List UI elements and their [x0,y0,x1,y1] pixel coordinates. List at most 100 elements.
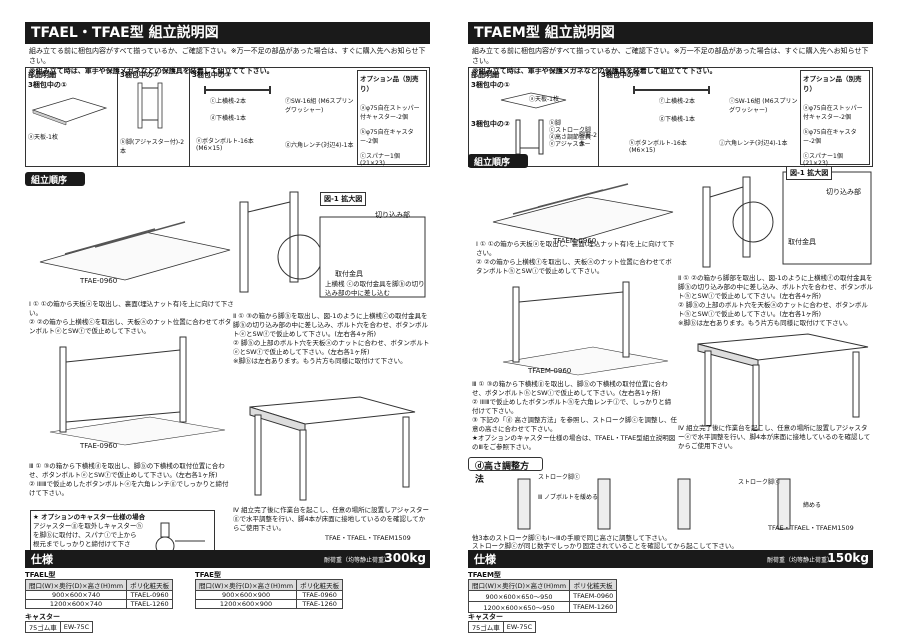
box-2-count: 脚部-2本 [579,132,597,148]
cell: EW-75C [502,621,537,633]
step-2-text: Ⅱ ① ②の箱から脚部を取出し、図-1のように上横桟ⓕの取付金具を脚ⓑの切り込み… [678,274,873,327]
spec-capacity-label: 耐荷重（均等静止荷重） [323,557,390,564]
intro-text: 組み立てる前に梱包内容がすべて揃っているか、ご確認下さい。※万一不足の部品があっ… [472,46,872,76]
box-3-label: 3梱包中の③ [601,71,640,79]
part-button-bolt: ⓔボタンボルト-16本 (M6×15) [196,138,254,152]
leg-frame-icon [515,119,544,155]
diagram-1-label: TFAEM-0960 [553,237,597,245]
caster-label: キャスター [468,613,503,621]
cell: 1200×600×650〜950 [467,601,571,613]
cell: 900×600×740 [24,590,128,600]
height-adjust-diagram [517,478,791,530]
part-upper-rail: ⓕ上横桟-2本 [659,98,695,105]
step-3-text: Ⅲ ① ③の箱から下横桟ⓓを取出し、脚ⓑの下横桟の取付位置に合わせ、ボタンボルト… [29,462,229,497]
leg-attach-diagram [702,171,872,268]
leg-attach-diagram [239,191,426,298]
cell: TFAEL-1260 [126,599,174,609]
option-item-3: ⓒスパナー1個 (21×23) [360,153,400,167]
part-spring-washer: ⓕSW-16組 (M6スプリングワッシャー) [285,98,354,114]
page-title: TFAEL・TFAE型 組立説明図 [25,22,430,44]
diagram-1-label: TFAE-0960 [80,277,118,285]
box-1-item: ⓐ天板-1枚 [28,134,58,141]
tabletop-icon [31,97,108,126]
left-manual-page: TFAEL・TFAE型 組立説明図 組み立てる前に梱包内容がすべて揃っているか、… [24,22,430,633]
box-2-item: ⓑ脚(アジャスター付)-2本 [120,139,185,155]
leg-frame-icon [137,82,163,129]
rail-icon [633,86,710,94]
part-leg: ⓑ脚 [549,120,562,127]
page-title: TFAEM型 組立説明図 [468,22,873,44]
intro-line-2: ※組み立て時は、軍手や保護メガネなどの保護具を装着して組立てて下さい。 [29,67,274,75]
footer-code: TFAE・TFAEL・TFAEM1509 [768,524,854,532]
bracket-label: 取付金具 [788,238,816,246]
finished-table-diagram [697,333,869,431]
cut-label: 切り込み部 [375,211,410,219]
cell: 900×600×650〜950 [467,590,571,602]
right-manual-page: TFAEM型 組立説明図 組み立てる前に梱包内容がすべて揃っているか、ご確認下さ… [467,22,873,633]
tabletop-rails-diagram [39,221,231,281]
caster-option-title: ★ オプションのキャスター仕様の場合 [33,513,146,521]
th-dims: 間口(W)×奥行(D)×高さ(H)mm [24,579,128,591]
part-hex-wrench: ⓙ六角レンチ(対辺4)-1本 [719,140,788,147]
inverted-frame-diagram [502,281,669,376]
box-1-label: 3梱包中の① [28,81,67,89]
option-item-2: ⓑφ75自在キャスター-2個 [360,129,414,145]
part-stroke-leg: ⓒストローク脚 [549,127,592,134]
diagram-2-label: TFAEM-0960 [528,367,572,375]
parts-title: 部品明細 [471,71,499,79]
spec-title: 仕様 [474,553,496,566]
step-1-text: Ⅰ ① ①の箱から天板ⓐを取出し、裏面(埋込ナット有)を上に向けて下さい。 ② … [476,240,675,275]
spec-weight: 150kg [827,551,869,565]
cell: TFAE-1260 [296,599,344,609]
part-lower-rail: ⓓ下横桟-1本 [210,115,246,122]
intro-line-2: ※組み立て時は、軍手や保護メガネなどの保護具を装着して組立てて下さい。 [472,67,717,75]
figure-1-title: 図-1 拡大図 [786,166,833,180]
spec-bar: 仕様 耐荷重（均等静止荷重） 150kg [468,550,873,568]
parts-box-2: 3梱包中の② ⓑ脚(アジャスター付)-2本 [118,68,190,166]
height-adjust-title: ⓓ高さ調整方法 [468,457,543,485]
footer-code: TFAE・TFAEL・TFAEM1509 [325,534,411,542]
section-assembly: 組立順序 [25,172,85,186]
model-2-label: TFAE型 [195,571,221,579]
cell: 1200×600×900 [194,599,298,609]
cell: TFAEM-1260 [569,601,618,613]
cell: TFAEL-0960 [126,590,174,600]
options-box: オプション品（別売り） ⓐφ75自在ストッパー付キャスター-2個 ⓑφ75自在キ… [357,70,427,167]
intro-line-1: 組み立てる前に梱包内容がすべて揃っているか、ご確認下さい。※万一不足の部品があっ… [472,47,869,65]
inverted-frame-diagram [49,336,226,446]
th-dims: 間口(W)×奥行(D)×高さ(H)mm [194,579,298,591]
tabletop-icon [500,92,567,109]
tabletop-rails-diagram [492,183,674,241]
th-dims: 間口(W)×奥行(D)×高さ(H)mm [467,579,571,591]
box-2-label: 3梱包中の② [471,120,510,128]
cell: 75ゴム車 [25,621,61,633]
spec-title: 仕様 [31,553,53,566]
step-1-text: Ⅰ ① ①の箱から天板ⓐを取出し、裏面(埋込ナット有)を上に向けて下さい。 ② … [29,300,234,335]
figure-1-note: 上横桟 ⓒの取付金具を脚ⓑの切り込み部の中に差し込む [325,280,425,297]
cell: TFAE-0960 [296,590,344,600]
step-4-text: Ⅳ 組立完了後に作業台を起こし、任意の場所に設置しアジャスターⓖで水平調整を行い… [233,506,429,532]
height-label-1: ストローク脚ⓒ [538,474,581,481]
cell: 1200×600×740 [24,599,128,609]
step-2-text: Ⅱ ① ③の箱から脚ⓑを取出し、図-1のように上横桟ⓒの取付金具を脚ⓑの切り込み… [233,312,430,365]
option-item-2: ⓑφ75自在キャスター-2個 [803,129,857,145]
part-height-bracket: ⓓ高さ調節金具 [549,134,592,141]
cell: 900×600×900 [194,590,298,600]
spec-bar: 仕様 耐荷重（均等静止荷重） 300kg [25,550,430,568]
options-title: オプション品（別売り） [803,75,862,93]
part-adjuster: ⓔアジャスター [549,141,591,148]
finished-table-diagram [249,396,416,501]
th-top: ポリ化粧天板 [569,579,618,591]
part-lower-rail: ⓖ下横桟-1本 [659,116,695,123]
spec-weight: 300kg [384,551,426,565]
cut-label: 切り込み部 [826,188,861,196]
options-box: オプション品（別売り） ⓐφ75自在ストッパー付キャスター-2個 ⓑφ75自在キ… [800,70,870,167]
diagram-2-label: TFAE-0960 [80,442,118,450]
cell: EW-75C [59,621,94,633]
parts-list: 部品明細 3梱包中の① ⓐ天板-1枚 3梱包中の② ⓑ脚(アジャスター付)-2本… [25,67,430,167]
part-spring-washer: ⓘSW-16組 (M6スプリングワッシャー) [729,98,798,114]
